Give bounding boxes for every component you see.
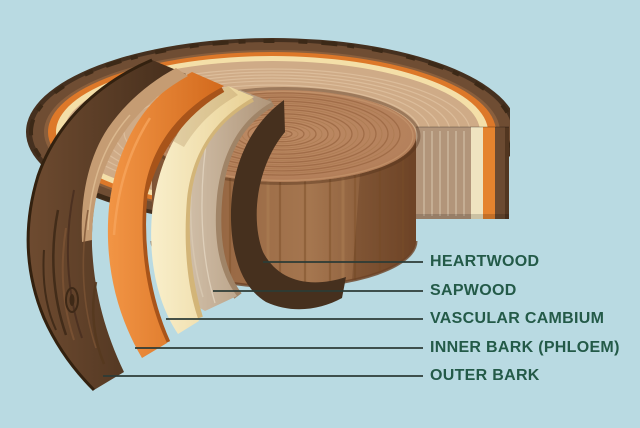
bark-texture: [42, 189, 106, 365]
label-vascular-cambium: VASCULAR CAMBIUM: [430, 310, 605, 327]
leader-lines: [103, 261, 423, 377]
label-inner-bark: INNER BARK (PHLOEM): [430, 339, 620, 356]
label-outer-bark: OUTER BARK: [430, 367, 540, 384]
peeled-inner-bark-layer: [107, 72, 225, 358]
right-cut-face: [416, 126, 509, 219]
bark-curl-inner-face: [81, 68, 188, 242]
cut-face-grain: [423, 131, 465, 216]
notch-shadow: [230, 100, 346, 310]
label-sapwood: SAPWOOD: [430, 282, 517, 299]
peeled-outer-bark-layer: [26, 58, 188, 392]
label-heartwood: HEARTWOOD: [430, 253, 540, 270]
peeled-cambium-layer: [151, 86, 254, 334]
